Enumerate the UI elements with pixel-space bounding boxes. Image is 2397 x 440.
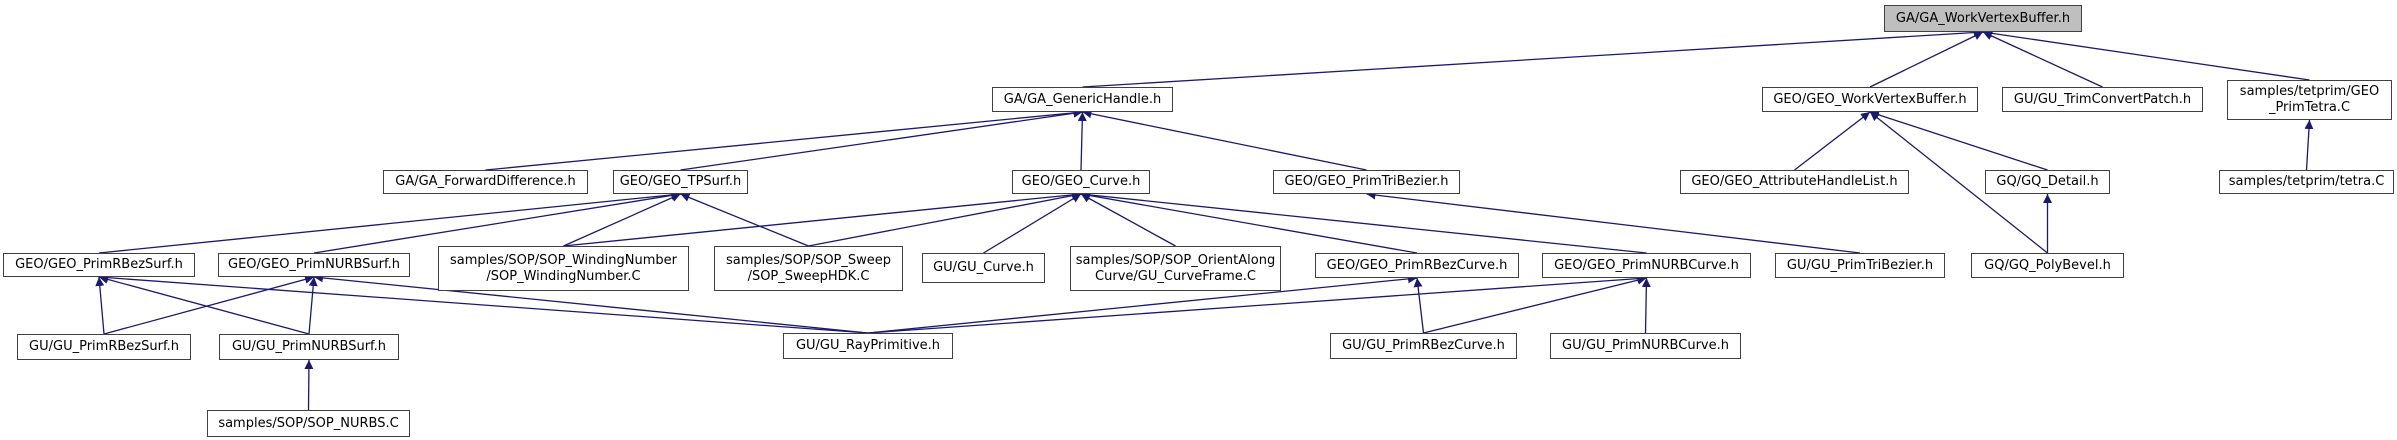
edge-geo_primrbezsurf-to-geo_tpsurf — [98, 190, 681, 254]
edge-gq_polybevel-to-geo_workvertexbuffer — [1869, 111, 2048, 254]
edge-gu_primrbezcurve-to-geo_primrbezcurve — [1413, 277, 1425, 334]
node-gu-primtribezier[interactable]: GU/GU_PrimTriBezier.h — [1775, 253, 1945, 278]
node-label: GA/GA_ForwardDifference.h — [395, 174, 576, 189]
edge-gu_rayprimitive-to-geo_primrbezsurf — [98, 273, 869, 334]
edge-geo_attributehandlelist-to-geo_workvertexbuffer — [1794, 111, 1871, 171]
edge-geo_curve-to-ga_generichandle — [1077, 111, 1087, 171]
node-geo-primrbezsurf[interactable]: GEO/GEO_PrimRBezSurf.h — [3, 253, 195, 277]
node-label: samples/SOP/SOP_OrientAlong Curve/GU_Cur… — [1075, 252, 1276, 284]
node-gu-primrbezcurve[interactable]: GU/GU_PrimRBezCurve.h — [1330, 333, 1517, 359]
node-ga-forwarddifference[interactable]: GA/GA_ForwardDifference.h — [383, 170, 588, 194]
node-label: GEO/GEO_PrimRBezSurf.h — [15, 257, 183, 272]
node-label: GQ/GQ_Detail.h — [1996, 174, 2099, 189]
node-sop-windingnumber[interactable]: samples/SOP/SOP_WindingNumber /SOP_Windi… — [438, 246, 689, 291]
edge-gu_rayprimitive-to-geo_primnurbsurf — [313, 273, 869, 334]
edge-ga_generichandle-to-ga_workvertexbuffer — [1082, 28, 1984, 88]
node-label: GEO/GEO_WorkVertexBuffer.h — [1773, 91, 1967, 107]
edge-gu_primrbezsurf-to-geo_primrbezsurf — [95, 276, 105, 335]
edge-gu_primnurbsurf-to-geo_primnurbsurf — [308, 276, 318, 335]
edge-sop_sweephdk-to-geo_curve — [808, 191, 1082, 247]
node-gq-detail[interactable]: GQ/GQ_Detail.h — [1985, 170, 2110, 194]
node-ga-workvertexbuffer: GA/GA_WorkVertexBuffer.h — [1884, 5, 2082, 32]
node-label: GEO/GEO_TPSurf.h — [619, 174, 742, 189]
node-label: samples/SOP/SOP_NURBS.C — [218, 415, 399, 431]
node-label: GEO/GEO_AttributeHandleList.h — [1691, 174, 1898, 189]
node-gu-primnurbcurve[interactable]: GU/GU_PrimNURBCurve.h — [1550, 333, 1741, 359]
edge-gu_primtribezier-to-geo_primtribezier — [1366, 190, 1861, 254]
node-gu-curve[interactable]: GU/GU_Curve.h — [922, 253, 1045, 283]
edge-geo_primnurbsurf-to-geo_tpsurf — [313, 190, 681, 254]
edge-sop_windingnumber-to-geo_curve — [563, 190, 1082, 247]
edge-geo_primtribezier-to-ga_generichandle — [1082, 109, 1367, 171]
edge-geo_primnurbcurve-to-geo_curve — [1080, 190, 1647, 254]
node-label: GU/GU_PrimRBezCurve.h — [1342, 338, 1505, 353]
node-label: samples/SOP/SOP_Sweep /SOP_SweepHDK.C — [725, 252, 892, 284]
node-label: GU/GU_RayPrimitive.h — [795, 338, 941, 353]
node-gq-polybevel[interactable]: GQ/GQ_PolyBevel.h — [1971, 253, 2124, 278]
node-label: GU/GU_PrimRBezSurf.h — [29, 339, 179, 354]
node-label: GA/GA_WorkVertexBuffer.h — [1895, 10, 2071, 26]
node-geo-curve[interactable]: GEO/GEO_Curve.h — [1012, 170, 1150, 194]
node-label: GEO/GEO_PrimTriBezier.h — [1284, 174, 1449, 189]
edge-sop_nurbs-to-gu_primnurbsurf — [304, 359, 314, 411]
node-gu-trimconvertpatch[interactable]: GU/GU_TrimConvertPatch.h — [2002, 87, 2203, 112]
node-label: GU/GU_PrimNURBSurf.h — [231, 339, 387, 354]
node-gu-primnurbsurf[interactable]: GU/GU_PrimNURBSurf.h — [219, 334, 399, 360]
node-label: samples/SOP/SOP_WindingNumber /SOP_Windi… — [450, 252, 677, 284]
node-geo-workvertexbuffer[interactable]: GEO/GEO_WorkVertexBuffer.h — [1762, 87, 1978, 112]
node-geo-primrbezcurve[interactable]: GEO/GEO_PrimRBezCurve.h — [1315, 253, 1519, 278]
node-geo-attributehandlelist[interactable]: GEO/GEO_AttributeHandleList.h — [1680, 170, 1909, 194]
node-sop-sweephdk[interactable]: samples/SOP/SOP_Sweep /SOP_SweepHDK.C — [714, 246, 903, 291]
edge-sop_windingnumber-to-geo_tpsurf — [563, 193, 681, 247]
node-label: GEO/GEO_PrimRBezCurve.h — [1326, 257, 1508, 273]
node-sop-nurbs[interactable]: samples/SOP/SOP_NURBS.C — [207, 410, 410, 437]
node-geo-primnurbcurve[interactable]: GEO/GEO_PrimNURBCurve.h — [1542, 253, 1751, 278]
edge-geo_primrbezcurve-to-geo_curve — [1080, 191, 1418, 254]
edge-gu_curve-to-geo_curve — [983, 193, 1082, 254]
edge-sop_sweephdk-to-geo_tpsurf — [680, 193, 809, 247]
edge-gu_rayprimitive-to-geo_primnurbcurve — [867, 274, 1647, 334]
edge-gu_curveframe-to-geo_curve — [1080, 193, 1176, 247]
edge-gu_trimconvertpatch-to-ga_workvertexbuffer — [1982, 31, 2103, 88]
node-label: GEO/GEO_PrimNURBCurve.h — [1554, 257, 1739, 273]
node-gu-primrbezsurf[interactable]: GU/GU_PrimRBezSurf.h — [17, 334, 191, 360]
node-label: samples/tetprim/GEO _PrimTetra.C — [2239, 84, 2380, 115]
node-label: GEO/GEO_PrimNURBSurf.h — [228, 257, 400, 272]
node-tetprim-geo-primtetra[interactable]: samples/tetprim/GEO _PrimTetra.C — [2227, 80, 2392, 120]
edge-geo_tpsurf-to-ga_generichandle — [680, 108, 1083, 171]
node-label: GU/GU_PrimTriBezier.h — [1786, 257, 1934, 273]
node-ga-generichandle[interactable]: GA/GA_GenericHandle.h — [992, 87, 1173, 112]
node-label: GU/GU_Curve.h — [933, 260, 1034, 275]
edge-tetprim_geo_primtetra-to-ga_workvertexbuffer — [1982, 28, 2310, 81]
edge-tetprim_tetra-to-tetprim_geo_primtetra — [2304, 119, 2314, 171]
node-geo-tpsurf[interactable]: GEO/GEO_TPSurf.h — [613, 170, 748, 194]
node-label: GA/GA_GenericHandle.h — [1003, 91, 1162, 107]
edge-gu_primrbezsurf-to-geo_primnurbsurf — [103, 275, 315, 335]
node-label: GEO/GEO_Curve.h — [1021, 174, 1141, 189]
edge-gu_primrbezcurve-to-geo_primnurbcurve — [1423, 275, 1647, 334]
edge-gu_primnurbcurve-to-geo_primnurbcurve — [1641, 277, 1651, 334]
edge-gu_rayprimitive-to-geo_primrbezcurve — [867, 274, 1418, 334]
node-geo-primnurbsurf[interactable]: GEO/GEO_PrimNURBSurf.h — [218, 253, 410, 277]
edge-gu_primnurbsurf-to-geo_primrbezsurf — [98, 275, 310, 335]
node-label: GQ/GQ_PolyBevel.h — [1984, 257, 2111, 273]
node-gu-rayprimitive[interactable]: GU/GU_RayPrimitive.h — [783, 333, 953, 359]
edge-ga_forwarddifference-to-ga_generichandle — [485, 108, 1083, 171]
edge-gq_detail-to-geo_workvertexbuffer — [1869, 110, 2048, 171]
node-gu-curveframe[interactable]: samples/SOP/SOP_OrientAlong Curve/GU_Cur… — [1070, 246, 1281, 291]
node-geo-primtribezier[interactable]: GEO/GEO_PrimTriBezier.h — [1273, 170, 1460, 194]
node-label: GU/GU_TrimConvertPatch.h — [2013, 91, 2192, 107]
node-label: samples/tetprim/tetra.C — [2228, 174, 2385, 189]
node-label: GU/GU_PrimNURBCurve.h — [1562, 338, 1729, 353]
edge-geo_workvertexbuffer-to-ga_workvertexbuffer — [1869, 31, 1984, 88]
node-tetprim-tetra[interactable]: samples/tetprim/tetra.C — [2219, 170, 2394, 194]
